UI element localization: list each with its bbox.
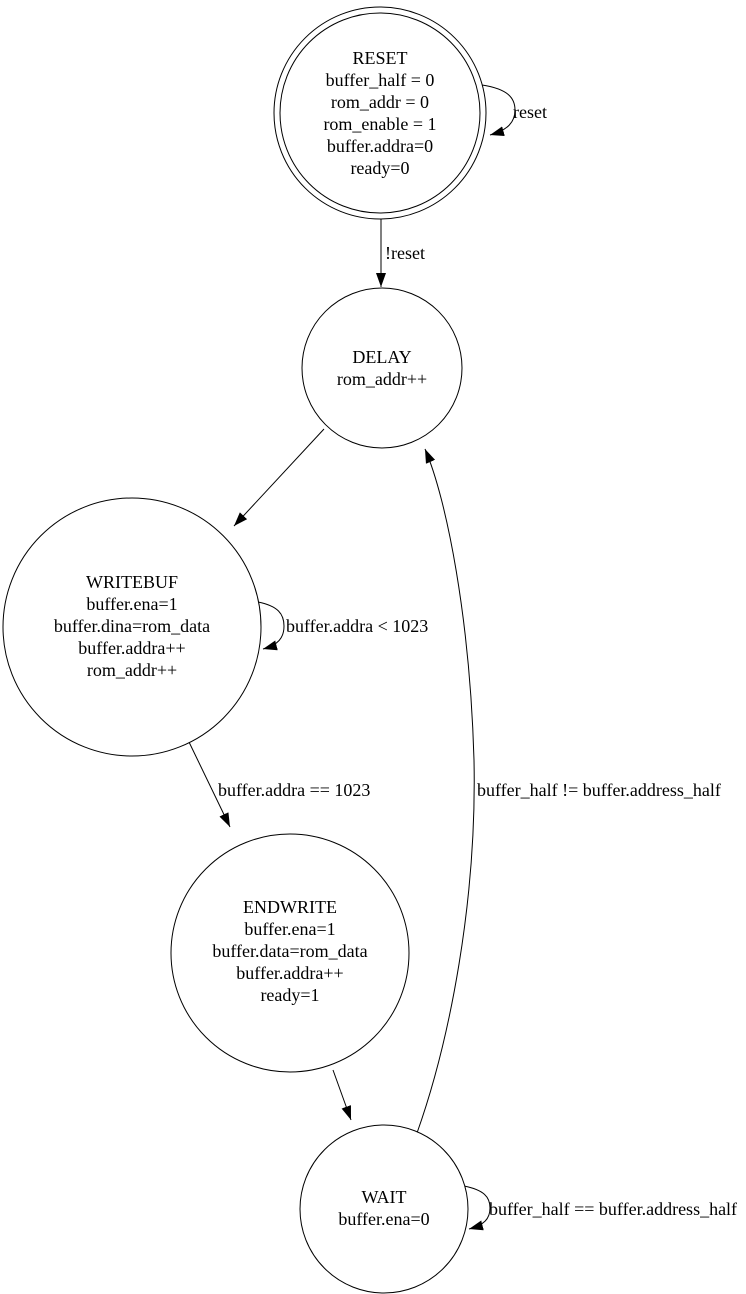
- transition-delay-to-writebuf-edge: [233, 428, 325, 527]
- state-writebuf-action: buffer.dina=rom_data: [54, 616, 210, 636]
- state-endwrite-action: buffer.data=rom_data: [212, 941, 367, 961]
- state-delay-action: rom_addr++: [337, 369, 427, 389]
- state-wait: WAIT buffer.ena=0: [299, 1124, 469, 1294]
- transition-reset-to-reset-label: reset: [513, 102, 547, 122]
- transition-writebuf-to-writebuf: buffer.addra < 1023: [257, 601, 428, 651]
- state-delay-title: DELAY: [352, 347, 411, 367]
- transition-writebuf-to-writebuf-edge: [257, 601, 285, 651]
- transition-reset-to-reset: reset: [481, 84, 547, 137]
- state-reset-action: ready=0: [350, 158, 409, 178]
- state-reset-action: rom_addr = 0: [331, 92, 429, 112]
- transition-wait-to-wait-edge: [463, 1185, 491, 1231]
- transition-wait-to-wait-label: buffer_half == buffer.address_half: [489, 1199, 737, 1219]
- transition-wait-to-wait: buffer_half == buffer.address_half: [463, 1185, 737, 1231]
- state-wait-action: buffer.ena=0: [338, 1209, 429, 1229]
- state-endwrite-circle: [170, 833, 410, 1073]
- state-writebuf-action: buffer.addra++: [78, 638, 185, 658]
- state-writebuf: WRITEBUF buffer.ena=1 buffer.dina=rom_da…: [2, 497, 262, 757]
- transition-delay-to-writebuf: [233, 428, 325, 527]
- state-reset-inner-circle: [279, 12, 481, 214]
- state-endwrite-action: buffer.addra++: [236, 963, 343, 983]
- transition-reset-to-delay: !reset: [376, 219, 425, 287]
- transition-writebuf-to-endwrite-edge: [188, 741, 231, 828]
- state-reset-action: buffer_half = 0: [326, 70, 435, 90]
- state-delay-circle: [301, 287, 463, 449]
- state-endwrite: ENDWRITE buffer.ena=1 buffer.data=rom_da…: [170, 833, 410, 1073]
- state-wait-title: WAIT: [362, 1187, 407, 1207]
- transition-wait-to-delay: buffer_half != buffer.address_half: [416, 448, 721, 1134]
- state-reset: RESET buffer_half = 0 rom_addr = 0 rom_e…: [273, 6, 487, 220]
- state-delay: DELAY rom_addr++: [301, 287, 463, 449]
- state-writebuf-title: WRITEBUF: [86, 572, 178, 592]
- transition-reset-to-reset-edge: [481, 84, 516, 137]
- transition-reset-to-delay-label: !reset: [385, 243, 425, 263]
- transition-writebuf-to-endwrite-label: buffer.addra == 1023: [218, 780, 370, 800]
- transition-wait-to-delay-edge: [416, 448, 475, 1134]
- transition-wait-to-delay-label: buffer_half != buffer.address_half: [477, 780, 721, 800]
- transition-endwrite-to-wait: [332, 1069, 352, 1121]
- state-endwrite-title: ENDWRITE: [243, 897, 337, 917]
- state-writebuf-action: buffer.ena=1: [86, 594, 177, 614]
- state-reset-action: rom_enable = 1: [323, 114, 436, 134]
- state-writebuf-action: rom_addr++: [87, 660, 177, 680]
- transition-endwrite-to-wait-edge: [332, 1069, 352, 1121]
- state-endwrite-action: buffer.ena=1: [244, 919, 335, 939]
- state-wait-circle: [299, 1124, 469, 1294]
- state-endwrite-action: ready=1: [260, 985, 319, 1005]
- transition-writebuf-to-endwrite: buffer.addra == 1023: [188, 741, 370, 828]
- state-writebuf-circle: [2, 497, 262, 757]
- state-reset-action: buffer.addra=0: [327, 136, 433, 156]
- state-reset-title: RESET: [352, 48, 407, 68]
- transition-writebuf-to-writebuf-label: buffer.addra < 1023: [286, 616, 428, 636]
